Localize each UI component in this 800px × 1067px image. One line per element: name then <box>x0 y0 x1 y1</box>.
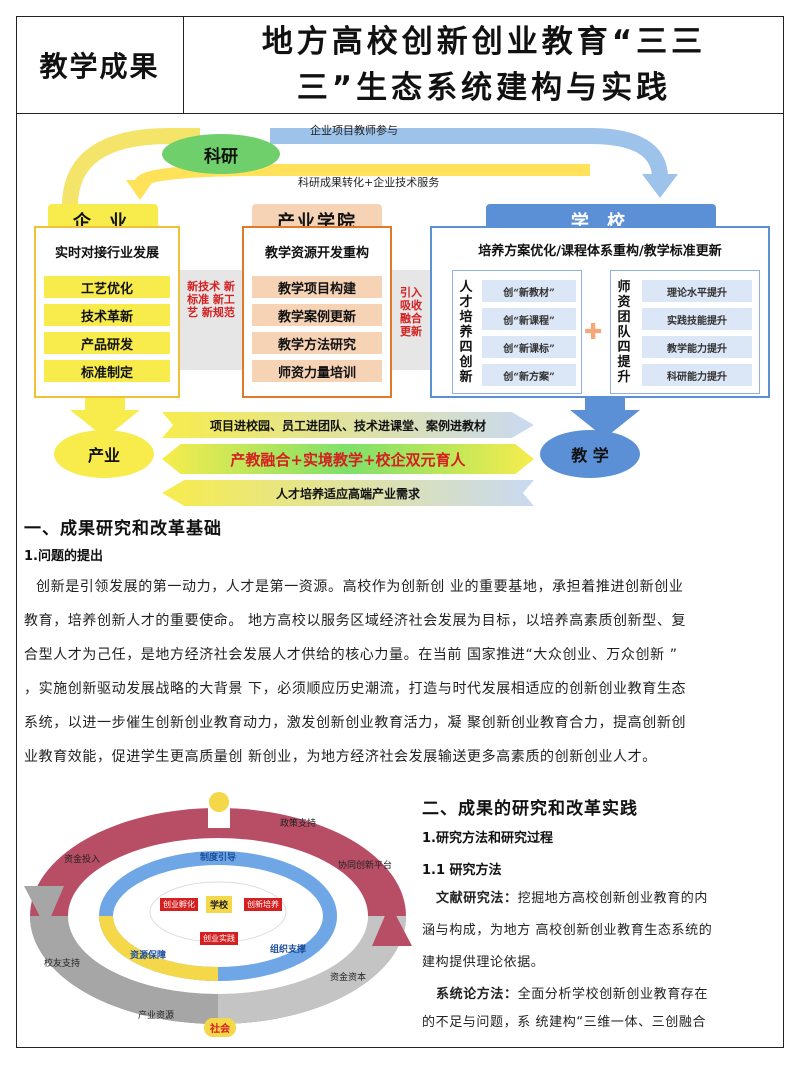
industry-education-diagram: 科研 企业项目教师参与 科研成果转化+企业技术服务 企 业 产业学院 学 校 实… <box>30 118 775 510</box>
section2-p2-line: 的不足与问题，系 统建构“三维一体、三创融合 <box>422 1015 707 1030</box>
p2-text: 全面分析学校创新创业教育存在 <box>517 987 709 1002</box>
section2-sub1: 1.研究方法和研究过程 <box>422 831 553 846</box>
faculty-item: 实践技能提升 <box>642 308 752 330</box>
band-2: 产教融合+实境教学+校企双元育人 <box>162 444 534 474</box>
section1-line: 系统，以进一步催生创新创业教育动力，激发创新创业教育活力，凝 聚创新创业教育合力… <box>24 715 687 731</box>
section1-line: ，实施创新驱动发展战略的大背景 下，必须顺应历史潮流，打造与时代发展相适应的创新… <box>24 681 687 697</box>
talent-label: 人才培养四创新 <box>459 280 473 385</box>
section2-heading: 二、成果的研究和改革实践 <box>422 799 638 819</box>
title-cell: 地方高校创新创业教育“三三三”生态系统建构与实践 <box>184 16 784 114</box>
mid-note: 科研成果转化+企业技术服务 <box>298 176 440 189</box>
achievement-label: 教学成果 <box>16 16 184 114</box>
inner-label-organization: 组织支撑 <box>270 945 307 955</box>
teaching-oval: 教 学 <box>540 430 640 478</box>
ring-label-platform: 协同创新平台 <box>338 861 393 871</box>
talent-box <box>452 270 582 394</box>
faculty-item: 教学能力提升 <box>642 336 752 358</box>
down-arrow-school <box>570 394 640 438</box>
band-1: 项目进校园、员工进团队、技术进课堂、案例进教材 <box>162 412 534 438</box>
ring-label-industry: 产业资源 <box>138 1011 175 1021</box>
top-note: 企业项目教师参与 <box>310 124 398 137</box>
enterprise-subtitle: 实时对接行业发展 <box>54 246 159 261</box>
arc-yellow-left <box>62 128 200 207</box>
enterprise-panel: 实时对接行业发展 工艺优化 技术革新 产品研发 标准制定 <box>34 226 180 398</box>
faculty-item: 理论水平提升 <box>642 280 752 302</box>
arrow-head-blue <box>642 174 678 198</box>
core-right: 创新培养 <box>244 898 282 911</box>
enterprise-item: 标准制定 <box>44 360 170 382</box>
industry-college-item: 教学方法研究 <box>252 332 382 354</box>
ring-arrow-right <box>372 904 412 946</box>
core-center: 学校 <box>206 896 233 913</box>
ring-label-funding: 资金投入 <box>64 855 101 865</box>
talent-item: 创“新教材” <box>482 280 576 302</box>
band-3: 人才培养适应高端产业需求 <box>162 480 534 506</box>
ring-label-capital: 资金资本 <box>330 973 367 983</box>
faculty-item: 科研能力提升 <box>642 364 752 386</box>
ecosystem-ring-diagram: 政策支持 协同创新平台 资金资本 产业资源 校友支持 资金投入 制度引导 资源保… <box>22 786 414 1041</box>
keyan-oval: 科研 <box>162 134 280 174</box>
right-connector-bg <box>392 270 430 370</box>
plus-icon: ✚ <box>584 320 603 345</box>
school-subtitle: 培养方案优化/课程体系重构/教学标准更新 <box>478 244 722 259</box>
ring-graphic <box>24 792 412 1024</box>
page-title: 地方高校创新创业教育“三三三”生态系统建构与实践 <box>261 23 707 106</box>
top-circle <box>209 792 229 812</box>
down-arrow-enterprise <box>70 394 140 438</box>
section1-line: 业教育效能，促进学生更高质量创 新创业，为地方经济社会发展输送更多高素质的创新创… <box>24 749 657 765</box>
inner-yellow-ring <box>99 915 219 981</box>
arc-blue-top <box>270 128 668 179</box>
inner-label-resources: 资源保障 <box>130 951 167 961</box>
industry-college-item: 师资力量培训 <box>252 360 382 382</box>
industry-college-item: 教学项目构建 <box>252 276 382 298</box>
talent-item: 创“新课程” <box>482 308 576 330</box>
inner-label-guidance: 制度引导 <box>200 853 237 863</box>
core-bottom: 创业实践 <box>200 932 238 945</box>
section2-p1-line: 建构提供理论依据。 <box>422 955 545 970</box>
faculty-label: 师资团队四提升 <box>617 280 631 385</box>
ring-label-alumni: 校友支持 <box>44 959 81 969</box>
section2-p2-first: 系统论方法：全面分析学校创新创业教育存在 <box>436 978 784 1011</box>
section2-sub2: 1.1 研究方法 <box>422 863 502 878</box>
faculty-box <box>610 270 760 394</box>
section2-p1-line: 涵与构成，为地方 高校创新创业教育生态系统的 <box>422 923 713 938</box>
enterprise-item: 工艺优化 <box>44 276 170 298</box>
society-label: 社会 <box>204 1018 236 1037</box>
p1-text: 挖掘地方高校创新创业教育的内 <box>517 891 709 906</box>
arrow-head-yellow <box>126 180 154 200</box>
section2-p1-first: 文献研究法：挖掘地方高校创新创业教育的内 <box>436 882 784 915</box>
ring-arrow-left <box>24 886 64 928</box>
enterprise-item: 产品研发 <box>44 332 170 354</box>
industry-college-item: 教学案例更新 <box>252 304 382 326</box>
section1-line: 创新是引领发展的第一动力，人才是第一资源。高校作为创新创 业的重要基地，承担着推… <box>36 579 684 595</box>
core-left: 创业孵化 <box>160 898 198 911</box>
left-connector-bg <box>180 270 242 370</box>
industry-college-panel: 教学资源开发重构 教学项目构建 教学案例更新 教学方法研究 师资力量培训 <box>242 226 392 398</box>
section1-line: 合型人才为己任，是地方经济社会发展人才供给的核心力量。在当前 国家推进“大众创业… <box>24 647 678 663</box>
ring-label-policy: 政策支持 <box>280 819 317 829</box>
talent-item: 创“新方案” <box>482 364 576 386</box>
section1-subheading: 1.问题的提出 <box>24 549 103 564</box>
page-frame <box>16 16 784 1048</box>
talent-item: 创“新课标” <box>482 336 576 358</box>
industry-oval: 产业 <box>54 430 154 478</box>
enterprise-item: 技术革新 <box>44 304 170 326</box>
section1-heading: 一、成果研究和改革基础 <box>24 519 222 539</box>
left-connector: 新技术 新标准 新工艺 新规范 <box>187 280 235 319</box>
industry-college-subtitle: 教学资源开发重构 <box>264 246 369 261</box>
school-panel: 培养方案优化/课程体系重构/教学标准更新 人才培养四创新 创“新教材” 创“新课… <box>430 226 770 398</box>
right-connector: 引入 吸收 融合 更新 <box>400 286 422 338</box>
section1-line: 教育，培养创新人才的重要使命。 地方高校以服务区域经济社会发展为目标，以培养高素… <box>24 613 687 629</box>
method-literature: 文献研究法： <box>436 891 518 906</box>
method-system: 系统论方法： <box>436 987 518 1002</box>
